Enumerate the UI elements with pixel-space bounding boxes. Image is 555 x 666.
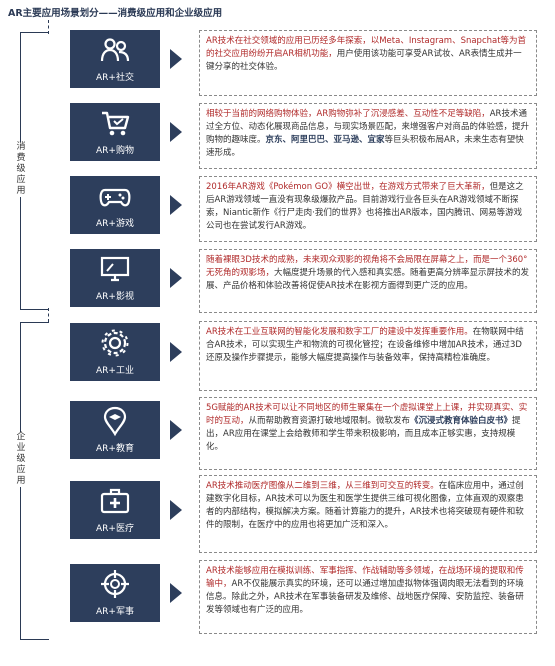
consumer-group-label: 消费级应用	[14, 142, 28, 197]
scenario-description: 随着裸眼3D技术的成熟，未来观众观影的视角将不会局限在屏幕之上，而是一个360°…	[199, 249, 537, 313]
scenario-label: AR+购物	[96, 146, 134, 156]
body-text: 在临床应用中，通过创建数字化目标，AR技术可以为医生和医学生提供三维可视化图像，…	[206, 481, 524, 530]
arrow-right-icon	[170, 195, 182, 215]
scenario-icon-box: AR+军事	[70, 564, 160, 622]
page-title: AR主要应用场景划分——消费级应用和企业级应用	[8, 8, 223, 19]
monitor-icon	[100, 256, 130, 282]
education-icon	[103, 406, 127, 437]
scenario-description: 5G赋能的AR技术可以让不同地区的师生聚集在一个虚拟课堂上上课，并实现真实、实时…	[199, 397, 537, 470]
body-text: 《沉浸式教育体验白皮书》	[410, 416, 513, 426]
scenario-icon-box: AR+购物	[70, 103, 160, 161]
scenario-label: AR+医疗	[96, 524, 134, 534]
scenario-description: AR技术能够应用在模拟训练、军事指挥、作战辅助等多领域，在战场环境的提取和传输中…	[199, 560, 537, 634]
highlight-text: AR技术能够应用在模拟训练、军事指挥、作战辅助等多领域，在战场环境的提取和传输中…	[206, 566, 524, 589]
scenario-label: AR+游戏	[96, 219, 134, 229]
scenario-description: AR技术在社交领域的应用已历经多年探索，以Meta、Instagram、Snap…	[199, 30, 537, 96]
scenario-icon-box: AR+游戏	[70, 176, 160, 234]
arrow-right-icon	[170, 268, 182, 288]
shopping-cart-icon	[102, 111, 130, 136]
scenario-icon-box: AR+教育	[70, 401, 160, 459]
group-divider	[48, 308, 49, 322]
body-text: 京东、阿里巴巴、亚马逊、宜家	[265, 135, 385, 145]
scenario-description: AR技术推动医疗图像从二维到三维，从三维到可交互的转变。在临床应用中，通过创建数…	[199, 475, 537, 553]
highlight-text: 相较于当前的网络购物体验，AR购物弥补了沉浸感差、互动性不足等缺陷，	[206, 109, 490, 119]
body-text: 从而帮助教育资源打破地域限制。微软发布	[248, 416, 411, 426]
scenario-label: AR+军事	[96, 607, 134, 617]
highlight-text: 5G赋能的AR技术可以让不同地区的师生聚集在一个虚拟课堂上上课，并实现真实、实时…	[206, 403, 528, 426]
enterprise-group-label: 企业级应用	[14, 432, 28, 487]
body-text: 在物联网中结合AR技术，可以实现生产和物流的可视化管控；在设备维修中增加AR技术…	[206, 327, 524, 363]
scenario-icon-box: AR+工业	[70, 323, 160, 381]
highlight-text: AR技术在社交领域的应用已历经多年探索，以Meta、Instagram、Snap…	[206, 36, 527, 59]
scenario-description: 相较于当前的网络购物体验，AR购物弥补了沉浸感差、互动性不足等缺陷，AR技术通过…	[199, 103, 537, 169]
scenario-label: AR+工业	[96, 366, 134, 376]
body-text: 但是这之后AR游戏领域一直没有现象级爆款产品。目前游戏行业各巨头在AR游戏领域不…	[206, 182, 524, 231]
arrow-right-icon	[170, 500, 182, 520]
arrow-right-icon	[170, 342, 182, 362]
body-text: AR技术通过全方位、动态化展现商品信息，与现实场景匹配，来增强客户对商品的体验感…	[206, 109, 530, 145]
crosshair-icon	[101, 570, 129, 598]
gamepad-icon	[99, 188, 131, 207]
body-text: 提出，AR应用在课堂上会给教师和学生带来积极影响，而且成本正够实惠，支持规模化。	[206, 416, 521, 452]
body-text: AR不仅能展示真实的环境，还可以通过增加虚拟物体强调肉眼无法看到的环境信息。除此…	[206, 579, 524, 615]
scenario-label: AR+社交	[96, 73, 134, 83]
scenario-description: AR技术在工业互联网的智能化发展和数字工厂的建设中发挥重要作用。在物联网中结合A…	[199, 321, 537, 391]
scenario-icon-box: AR+社交	[70, 30, 160, 88]
body-text: 用户使用该功能可享受AR试妆、AR表情生成并一键分享的社交体验。	[206, 49, 522, 72]
consumer-connector	[48, 20, 49, 34]
gear-icon	[101, 329, 129, 357]
medical-kit-icon	[100, 488, 130, 514]
body-text: 等巨头积极布局AR，未来生态有望快速形成。	[206, 135, 524, 158]
scenario-icon-box: AR+医疗	[70, 481, 160, 539]
arrow-right-icon	[170, 583, 182, 603]
highlight-text: 2016年AR游戏《Pokémon GO》横空出世，在游戏方式带来了巨大革新，	[206, 182, 490, 192]
scenario-label: AR+教育	[96, 444, 134, 454]
scenario-icon-box: AR+影视	[70, 249, 160, 307]
highlight-text: 随着裸眼3D技术的成熟，未来观众观影的视角将不会局限在屏幕之上，而是一个360°…	[206, 255, 528, 278]
people-icon	[100, 38, 130, 62]
highlight-text: AR技术推动医疗图像从二维到三维，从三维到可交互的转变。	[206, 481, 439, 491]
scenario-description: 2016年AR游戏《Pokémon GO》横空出世，在游戏方式带来了巨大革新，但…	[199, 176, 537, 242]
arrow-right-icon	[170, 122, 182, 142]
scenario-label: AR+影视	[96, 292, 134, 302]
arrow-right-icon	[170, 49, 182, 69]
highlight-text: AR技术在工业互联网的智能化发展和数字工厂的建设中发挥重要作用。	[206, 327, 473, 337]
arrow-right-icon	[170, 420, 182, 440]
body-text: 大幅度提升场景的代入感和真实感。随着更高分辨率显示屏技术的发展、产品价格和体验改…	[206, 268, 530, 291]
